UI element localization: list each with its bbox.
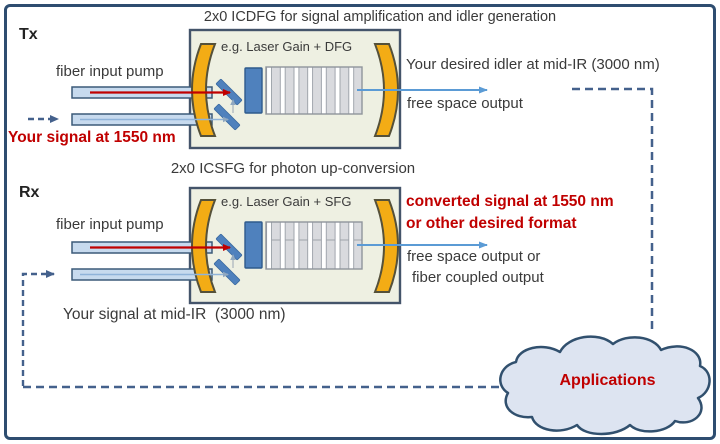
tx-title: 2x0 ICDFG for signal amplification and i… bbox=[203, 9, 557, 25]
tx-laser-gain-medium bbox=[244, 67, 263, 114]
rx-title: 2x0 ICSFG for photon up-conversion bbox=[170, 160, 416, 177]
figure-border bbox=[4, 4, 716, 440]
rx-laser-gain-medium bbox=[244, 221, 263, 269]
applications-cloud bbox=[499, 335, 711, 436]
tx-section-label: Tx bbox=[19, 26, 38, 43]
tx-left-cavity-mirror bbox=[191, 43, 217, 137]
rx-converted-signal-label-line1: converted signal at 1550 nm bbox=[406, 193, 614, 210]
rx-laser-module bbox=[21, 186, 488, 386]
rx-module-label: e.g. Laser Gain + SFG bbox=[221, 194, 352, 209]
rx-output-label-line2: fiber coupled output bbox=[412, 269, 544, 286]
rx-converted-signal-label-line2: or other desired format bbox=[406, 215, 577, 232]
tx-idler-output-label: Your desired idler at mid-IR (3000 nm) bbox=[406, 56, 660, 73]
tx-free-space-output-label: free space output bbox=[407, 95, 523, 112]
rx-section-label: Rx bbox=[19, 184, 40, 201]
rx-left-cavity-mirror bbox=[191, 199, 217, 293]
rx-signal-input-dashed-path bbox=[21, 270, 55, 386]
tx-input-signal-label: Your signal at 1550 nm bbox=[8, 129, 176, 146]
tx-module-label: e.g. Laser Gain + DFG bbox=[221, 39, 353, 54]
rx-fiber-input-pump-label: fiber input pump bbox=[56, 216, 164, 233]
tx-laser-module bbox=[28, 28, 488, 150]
rx-nonlinear-crystal bbox=[265, 221, 363, 270]
tx-fiber-input-pump-label: fiber input pump bbox=[56, 63, 164, 80]
rx-input-signal-label: Your signal at mid-IR (3000 nm) bbox=[63, 306, 286, 323]
tx-output-to-applications-dashed-path bbox=[572, 87, 654, 331]
tx-nonlinear-crystal bbox=[265, 66, 363, 115]
rx-output-label-line1: free space output or bbox=[407, 248, 541, 265]
applications-label: Applications bbox=[559, 372, 656, 389]
